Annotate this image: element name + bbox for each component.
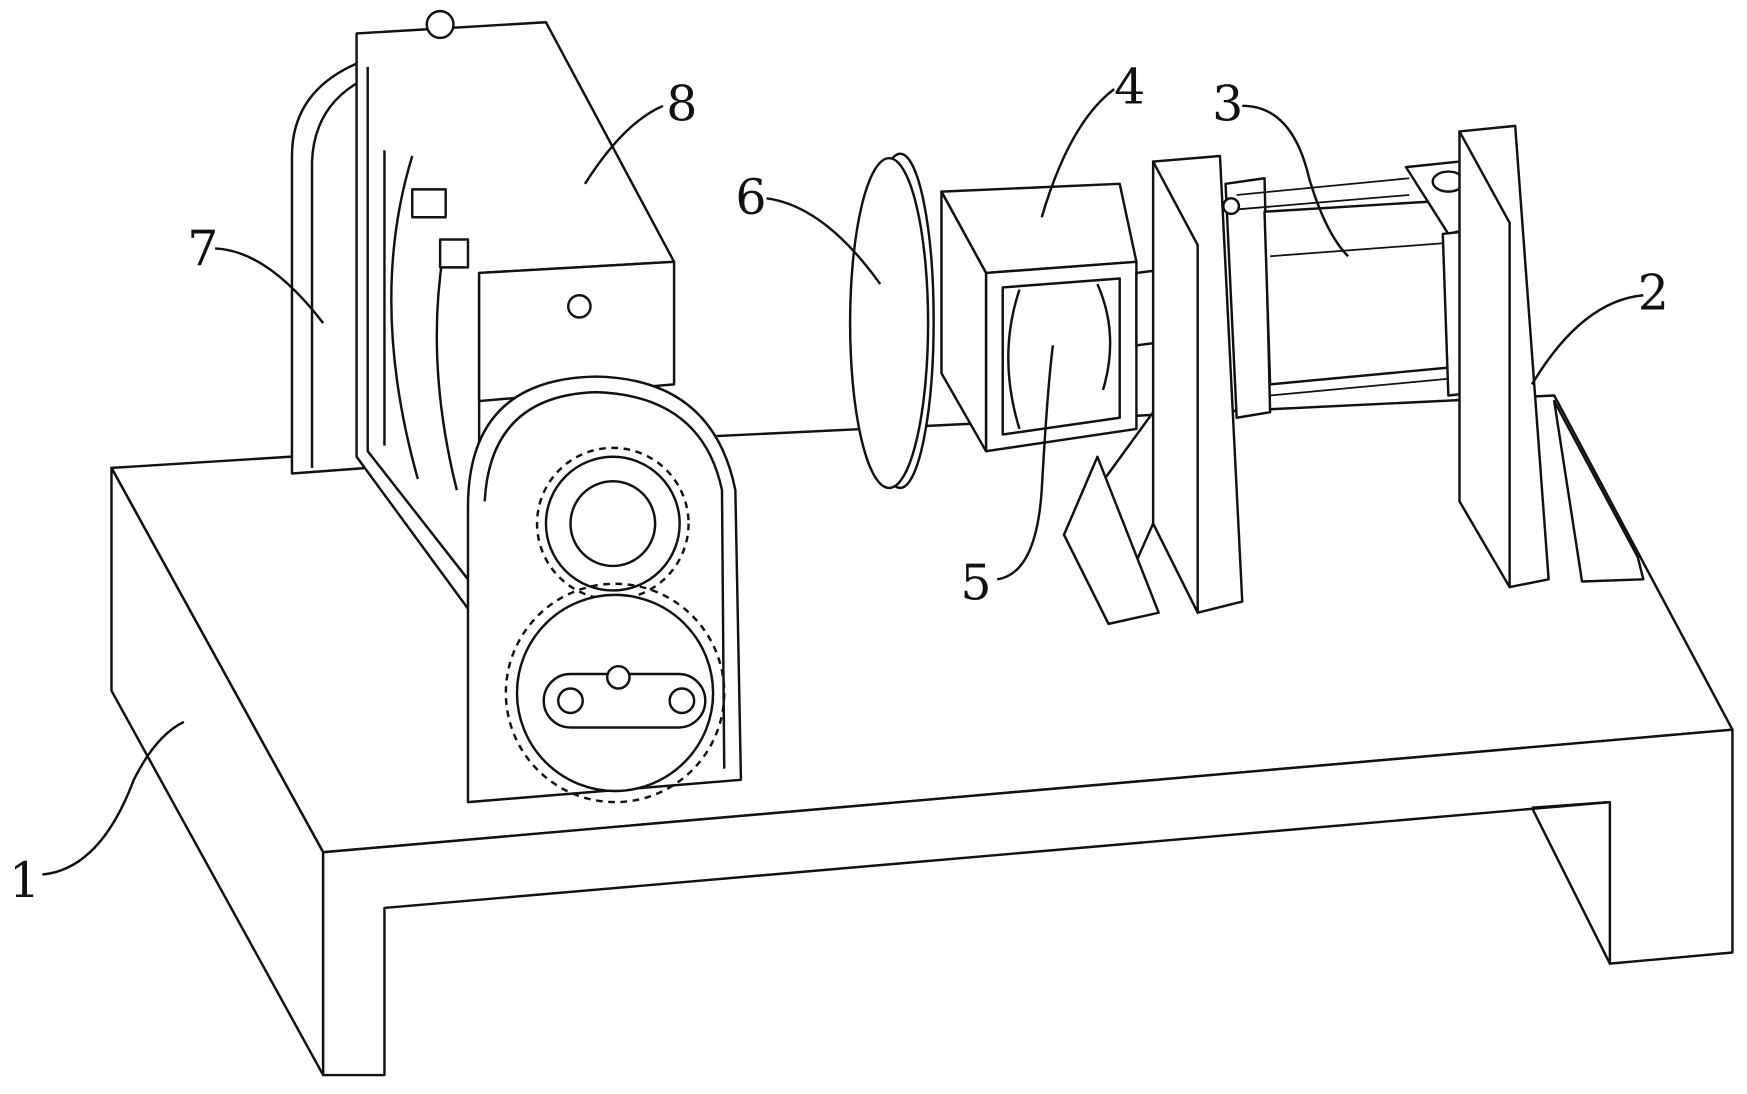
- label-8: 8: [666, 75, 697, 132]
- label-1: 1: [9, 852, 40, 909]
- label-3: 3: [1212, 75, 1243, 132]
- label-2: 2: [1638, 265, 1669, 322]
- label-5: 5: [960, 554, 991, 611]
- label-6: 6: [735, 169, 766, 226]
- gearbox: [468, 377, 741, 803]
- cylinder: [1223, 162, 1498, 418]
- label-4: 4: [1114, 59, 1145, 116]
- label-7: 7: [187, 220, 218, 277]
